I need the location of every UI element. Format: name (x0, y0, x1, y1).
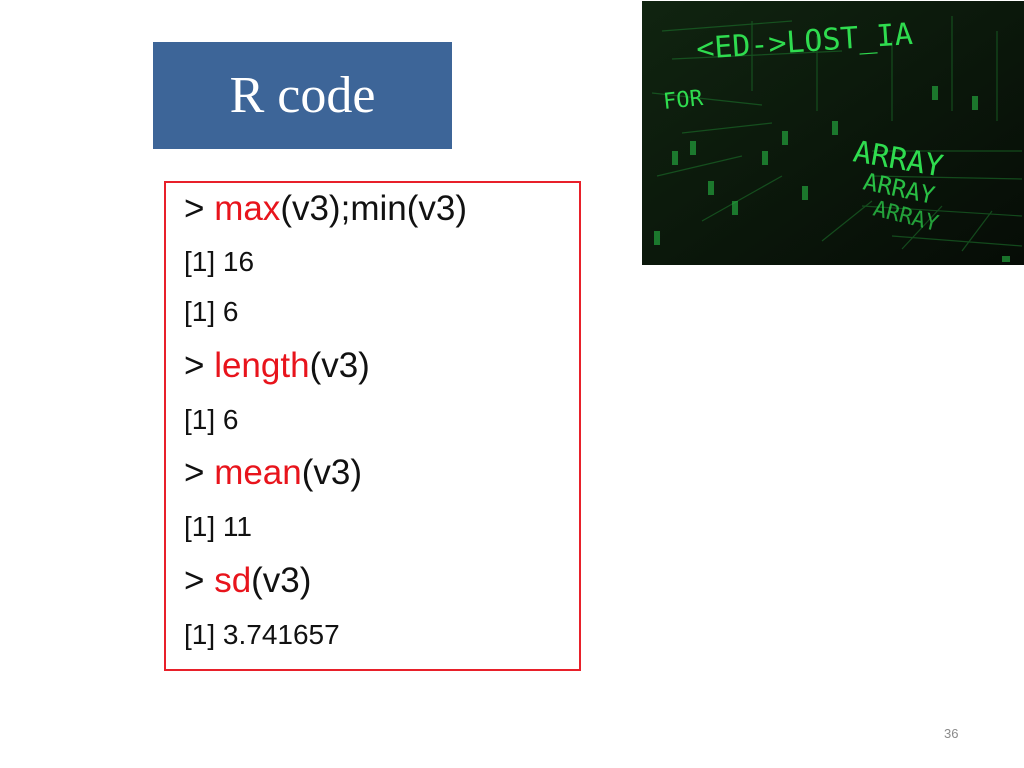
console-command-line: > sd(v3) (184, 561, 311, 601)
prompt-symbol: > (184, 561, 205, 600)
prompt-symbol: > (184, 346, 205, 385)
function-name: mean (214, 453, 302, 492)
prompt-symbol: > (184, 453, 205, 492)
console-output-line: [1] 6 (184, 296, 239, 327)
function-name: max (214, 189, 281, 228)
console-output-line: [1] 3.741657 (184, 619, 340, 650)
slide-title: R code (153, 42, 452, 149)
page-number: 36 (944, 726, 959, 741)
function-arguments: (v3) (301, 453, 363, 492)
function-name: length (214, 346, 310, 385)
console-output-line: [1] 11 (184, 511, 252, 542)
matrix-code-image: <ED->LOST_IA FOR ARRAY ARRAY ARRAY (642, 1, 1024, 265)
console-command-line: > max(v3);min(v3) (184, 189, 467, 229)
console-output-line: [1] 6 (184, 404, 239, 435)
slide-title-text: R code (229, 66, 376, 124)
console-command-line: > mean(v3) (184, 453, 362, 493)
r-console-box: > max(v3);min(v3) [1] 16 [1] 6 > length(… (164, 181, 581, 671)
function-arguments: (v3) (309, 346, 370, 385)
prompt-symbol: > (184, 189, 205, 228)
console-output-line: [1] 16 (184, 246, 255, 277)
function-arguments: (v3);min(v3) (280, 189, 467, 228)
function-arguments: (v3) (251, 561, 312, 600)
function-name: sd (214, 561, 252, 600)
matrix-text-fragment: FOR (662, 86, 705, 115)
matrix-code-illustration: <ED->LOST_IA FOR ARRAY ARRAY ARRAY (642, 1, 1024, 265)
console-command-line: > length(v3) (184, 346, 370, 386)
